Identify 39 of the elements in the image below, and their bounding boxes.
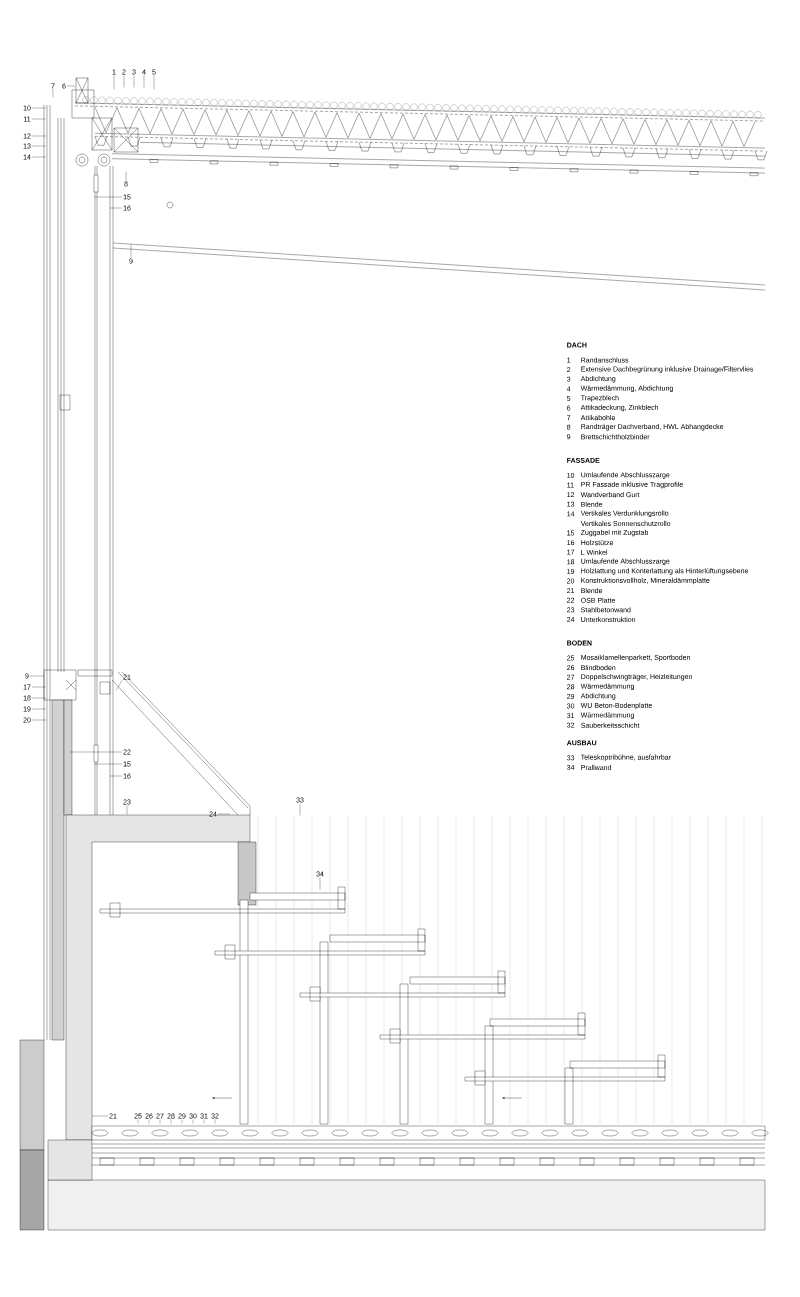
leader-line	[299, 803, 301, 816]
leader-line	[143, 75, 145, 88]
leader-line	[217, 813, 231, 815]
leader-line	[133, 75, 135, 88]
leader-line	[31, 145, 47, 147]
leader-line	[66, 85, 76, 87]
leader-line	[31, 697, 47, 699]
leader-line	[126, 805, 128, 815]
leader-line	[69, 751, 123, 753]
leader-line	[31, 686, 47, 688]
leader-line	[192, 1119, 194, 1124]
leader-line	[31, 719, 47, 721]
leader-line	[148, 1119, 150, 1124]
leader-line	[125, 171, 127, 181]
leader-line	[123, 75, 125, 88]
leader-line	[31, 708, 47, 710]
leader-line	[109, 775, 123, 777]
leader-line	[31, 118, 46, 120]
leader-line	[130, 244, 132, 258]
leader-line	[113, 75, 115, 90]
section-drawing	[19, 77, 769, 1231]
leader-line	[181, 1119, 183, 1124]
leader-line	[115, 680, 123, 691]
leader-line	[93, 763, 123, 765]
leader-line	[31, 135, 47, 137]
leader-line	[319, 877, 321, 890]
leader-line	[31, 107, 47, 109]
leader-line	[203, 1119, 205, 1124]
leader-line	[137, 1119, 139, 1124]
leader-line	[31, 156, 47, 158]
leader-line	[52, 89, 54, 98]
leader-line	[91, 1115, 109, 1117]
leader-line	[29, 675, 45, 677]
leader-line	[214, 1119, 216, 1124]
leader-line	[170, 1119, 172, 1124]
leader-line	[159, 1119, 161, 1124]
leader-line	[153, 75, 155, 90]
leader-line	[93, 196, 123, 198]
leader-line	[109, 207, 123, 209]
